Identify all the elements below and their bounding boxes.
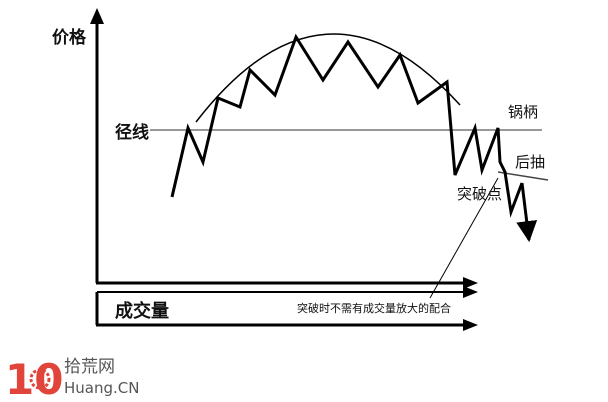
x-axis-arrow [463,277,478,289]
gear-icon [29,368,51,390]
site-name: 拾荒网 [64,357,115,377]
y-axis-arrow [90,8,104,24]
price-line [170,33,524,218]
pot-handle-label: 锅柄 [508,103,538,121]
logo-number: 10 [5,355,63,402]
breakout-pointer-line [429,177,499,299]
watermark-logo: 10 拾荒网 Huang.CN [5,355,139,402]
pullback-label: 后抽 [515,153,545,171]
neckline-label: 径线 [115,122,149,143]
volume-bottom-arrow [463,319,478,331]
price-final-drop [516,182,538,243]
volume-top-arrow [463,286,478,298]
y-axis-label: 价格 [52,27,87,48]
volume-label: 成交量 [115,300,169,322]
site-domain: Huang.CN [64,379,139,397]
volume-note: 突破时不需有成交量放大的配合 [297,301,451,315]
rounded-top-arc [195,33,461,123]
breakout-label: 突破点 [457,185,502,203]
